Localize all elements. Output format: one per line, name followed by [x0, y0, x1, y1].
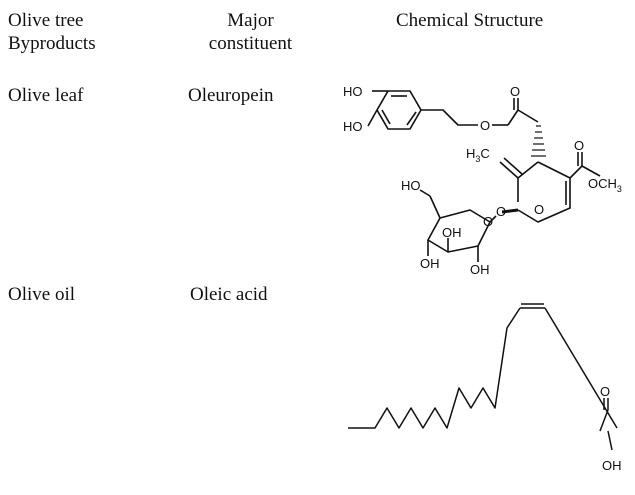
label-sugar-ho: HO: [401, 178, 421, 193]
pyran-ring: [517, 161, 571, 223]
label-ester-methyl: OCH3: [588, 176, 622, 194]
header-constituent-line2: constituent: [208, 33, 293, 54]
glycosidic-bond: [501, 208, 519, 214]
bond-ho-bottom: [367, 109, 378, 127]
header-constituent-line1: Major: [227, 10, 274, 31]
bond-ester-c2: [569, 165, 583, 179]
hashed-bond: [531, 125, 546, 157]
bond-ch2oh: [429, 195, 441, 219]
label-oh-c: OH: [470, 262, 490, 277]
label-methyl: H3C: [466, 146, 490, 164]
bond-acid-c: [599, 409, 609, 432]
label-oh-b: OH: [420, 256, 440, 271]
benzene-double-bond-3: [381, 109, 391, 125]
ethyl-chain: [421, 109, 478, 126]
header-byproducts-line1: Olive tree: [8, 10, 84, 31]
oleic-acid-structure: [348, 303, 618, 451]
label-acid-o: O: [600, 384, 610, 399]
bond-glyco-o: [489, 215, 497, 223]
oleic-left-chain: [348, 307, 521, 429]
label-carbonyl-o1: O: [510, 84, 520, 99]
label-pyran-o: O: [534, 202, 544, 217]
bond-ch2oh-2: [419, 189, 431, 197]
bond-ester-c: [507, 109, 519, 126]
bond-acid-oh: [607, 430, 613, 451]
benzene-double-bond-2: [406, 111, 417, 126]
label-glyco-o: O: [496, 204, 506, 219]
header-byproducts: Olive tree Byproducts: [8, 9, 96, 55]
ethylidene-2: [503, 157, 523, 175]
label-sugar-ring-o: O: [483, 214, 493, 229]
header-constituent: Major constituent: [193, 9, 308, 55]
row2-constituent: Oleic acid: [190, 284, 268, 305]
label-ester-o1: O: [480, 118, 490, 133]
label-ho-bottom: HO: [343, 119, 363, 134]
label-acid-oh: OH: [602, 458, 622, 473]
row1-byproduct: Olive leaf: [8, 85, 84, 106]
header-byproducts-line2: Byproducts: [8, 33, 96, 54]
label-carbonyl-o2: O: [574, 138, 584, 153]
row1-constituent: Oleuropein: [188, 85, 274, 106]
label-ho-top: HO: [343, 84, 363, 99]
oleic-right-chain: [544, 307, 618, 429]
bond-ester-o2: [581, 165, 601, 177]
bond-ch2: [517, 109, 539, 123]
header-chemical-structure: Chemical Structure: [396, 10, 544, 31]
oleuropein-structure: [367, 90, 601, 262]
row2-byproduct: Olive oil: [8, 284, 76, 305]
label-oh-a: OH: [442, 225, 462, 240]
pyran-ring-top: [517, 161, 539, 179]
ethylidene-1: [499, 161, 519, 179]
